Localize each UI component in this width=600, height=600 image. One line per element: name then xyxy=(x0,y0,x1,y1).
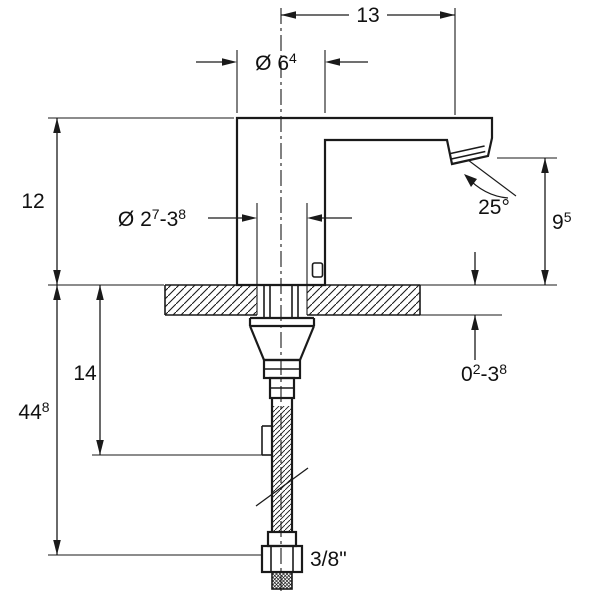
dim-outlet-height xyxy=(420,157,557,286)
mounting-shank xyxy=(263,285,299,318)
connector-nut xyxy=(260,530,304,590)
mounting-cone xyxy=(248,316,316,400)
dim-deck-thickness-label: 02-38 xyxy=(461,361,507,386)
dim-total-height-label: 448 xyxy=(18,399,49,424)
faucet-outline xyxy=(235,116,494,287)
dim-body-height xyxy=(48,117,234,286)
dim-spout-diameter xyxy=(196,50,368,113)
dim-spout-diameter-label: Ø 64 xyxy=(255,50,297,75)
hose-clip xyxy=(261,425,272,456)
dim-spout-reach-label: 13 xyxy=(356,4,379,27)
sensor-window xyxy=(311,262,324,278)
dim-hole-diameter-label: Ø 27-38 xyxy=(118,206,186,231)
angle-annotation xyxy=(464,159,517,199)
hose-break-line xyxy=(255,467,309,507)
dim-outlet-height-label: 95 xyxy=(552,209,572,234)
dim-spout-reach xyxy=(281,8,456,115)
dim-spray-angle-label: 25° xyxy=(478,196,510,219)
dim-deck-thickness xyxy=(420,252,502,360)
dim-hose-clip-distance-label: 14 xyxy=(73,362,97,385)
dim-total-height xyxy=(48,285,262,556)
dim-hole-diameter xyxy=(208,203,352,315)
supply-hose xyxy=(255,398,309,532)
connector-mesh-tip xyxy=(271,571,293,590)
countertop xyxy=(164,284,421,316)
dim-body-height-label: 12 xyxy=(21,190,44,213)
dim-connection-size-label: 3/8" xyxy=(310,548,347,571)
dim-hose-clip-distance xyxy=(92,285,272,456)
spout-outlet xyxy=(450,145,486,160)
